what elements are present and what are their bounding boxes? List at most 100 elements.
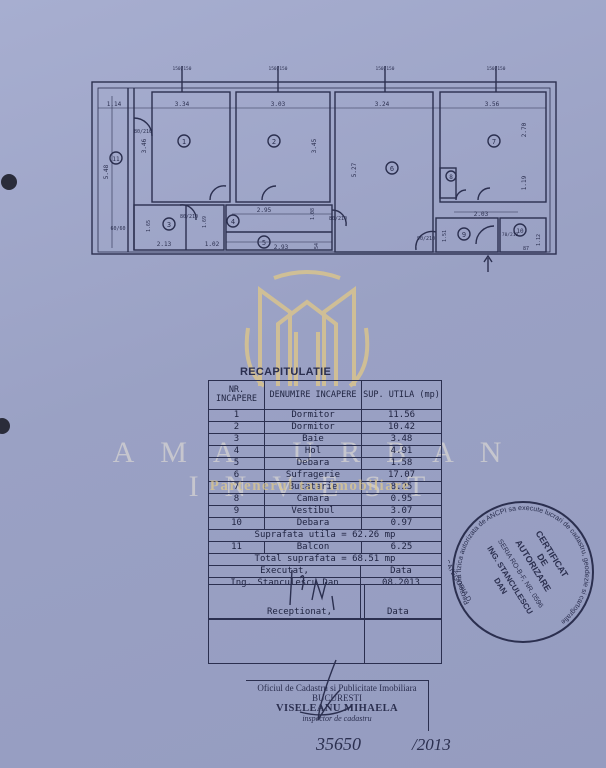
dimension: 3.46 bbox=[141, 138, 148, 153]
room-label: 3 bbox=[167, 221, 171, 229]
cell-area: 3.07 bbox=[390, 506, 413, 516]
executed-by: Ing. Stanculescu Dan bbox=[209, 578, 361, 618]
table-title: RECAPITULATIE bbox=[240, 366, 332, 378]
cell-name: Camara bbox=[265, 494, 362, 505]
dimension: 1.65 bbox=[146, 220, 152, 232]
cell-nr: 10 bbox=[209, 518, 265, 529]
dimension: 3.45 bbox=[311, 138, 318, 153]
window-size: 150/150 bbox=[269, 66, 288, 72]
room-label: 6 bbox=[390, 165, 394, 173]
punch-hole bbox=[0, 418, 10, 434]
cell-area: 6.25 bbox=[390, 542, 413, 552]
cell-name: Dormitor bbox=[265, 422, 362, 433]
dimension: 3.03 bbox=[271, 101, 286, 108]
dimension: 54 bbox=[314, 243, 320, 249]
dimension: 1.12 bbox=[536, 234, 542, 246]
table-header: NR. INCAPERE DENUMIRE INCAPERE SUP. UTIL… bbox=[209, 381, 441, 410]
dimension: 2.93 bbox=[274, 244, 289, 251]
dimension: 1.02 bbox=[205, 241, 220, 248]
room-label: 1 bbox=[182, 138, 186, 146]
dimension: 3.24 bbox=[375, 101, 390, 108]
header-nr: NR. INCAPERE bbox=[209, 381, 265, 409]
room-label: 7 bbox=[492, 138, 496, 146]
window-size: 150/150 bbox=[487, 66, 506, 72]
door-size: 90/210 bbox=[417, 236, 435, 242]
stamp-office: Oficiul de Cadastru si Publicitate Imobi… bbox=[257, 683, 417, 693]
recapitulation-table: NR. INCAPERE DENUMIRE INCAPERE SUP. UTIL… bbox=[208, 380, 442, 619]
cell-nr: 11 bbox=[209, 542, 265, 553]
dimension: 2.13 bbox=[157, 241, 172, 248]
window-size: 150/150 bbox=[173, 66, 192, 72]
authorization-stamp: Persoana fizica autorizata de ANCPI sa e… bbox=[448, 497, 598, 647]
registration-year: /2013 bbox=[412, 735, 451, 754]
registration-number: 35650 bbox=[316, 734, 361, 754]
cell-name: Debara bbox=[265, 518, 362, 529]
cadastral-stamp: Oficiul de Cadastru si Publicitate Imobi… bbox=[246, 680, 429, 731]
cell-name: Debara bbox=[265, 458, 362, 469]
executed-by-row: Ing. Stanculescu Dan 08.2013 bbox=[209, 578, 441, 619]
cell-area: 0.97 bbox=[390, 518, 413, 528]
dimension: 1.19 bbox=[521, 175, 528, 190]
cell-nr: 7 bbox=[209, 482, 265, 493]
floor-plan: 1 2 3 4 5 6 7 8 9 10 11 1.14 3.34 3.03 3… bbox=[91, 66, 557, 272]
cell-nr: 1 bbox=[209, 410, 265, 421]
door-size: 80/210 bbox=[329, 216, 347, 222]
cell-area: 1.58 bbox=[390, 458, 413, 468]
cell-nr: 3 bbox=[209, 434, 265, 445]
dimension: 2.70 bbox=[521, 122, 528, 137]
cell-area: 8.25 bbox=[390, 482, 413, 492]
watermark-brand: AMA URBAN INVEST bbox=[112, 436, 528, 503]
dimension: 3.34 bbox=[175, 101, 190, 108]
door-size: 60/60 bbox=[110, 226, 125, 232]
door-size: 80/210 bbox=[134, 129, 152, 135]
room-label: 4 bbox=[231, 218, 235, 226]
cell-nr: 9 bbox=[209, 506, 265, 517]
dimension: 1.08 bbox=[310, 208, 316, 220]
dimension: 1.51 bbox=[442, 230, 448, 242]
received-label: Receptionat, bbox=[267, 607, 333, 617]
reception-box: Receptionat, Data bbox=[208, 584, 442, 664]
cell-area: 0.95 bbox=[390, 494, 413, 504]
header-name: DENUMIRE INCAPERE bbox=[265, 381, 362, 409]
dimension: 1.69 bbox=[202, 216, 208, 228]
cell-nr: 4 bbox=[209, 446, 265, 457]
cell-area: 11.56 bbox=[387, 410, 416, 420]
useful-area-row: Suprafata utila = 62.26 mp bbox=[209, 530, 441, 542]
header-area: SUP. UTILA (mp) bbox=[363, 389, 440, 400]
cell-area: 17.07 bbox=[387, 470, 416, 480]
cell-nr: 2 bbox=[209, 422, 265, 433]
dimension: 3.56 bbox=[485, 101, 500, 108]
dimension: 5.27 bbox=[351, 162, 358, 177]
cell-name: Vestibul bbox=[265, 506, 362, 517]
dimension: 2.95 bbox=[257, 207, 272, 214]
stamp-city: BUCURESTI bbox=[311, 693, 362, 703]
executed-label: Executat, bbox=[209, 566, 361, 577]
stamp-name: VISELEANU MIHAELA bbox=[275, 703, 399, 714]
punch-hole bbox=[1, 174, 17, 190]
cell-area: 10.42 bbox=[387, 422, 416, 432]
cell-name: Bucatarie bbox=[265, 482, 362, 493]
cell-area: 3.48 bbox=[390, 434, 413, 444]
cell-name: Hol bbox=[265, 446, 362, 457]
cell-nr: 8 bbox=[209, 494, 265, 505]
room-label: 2 bbox=[272, 138, 276, 146]
door-size: 70/210 bbox=[502, 232, 519, 238]
room-label: 10 bbox=[516, 228, 524, 235]
executed-row: Executat,Data bbox=[209, 566, 441, 578]
cell-name: Sufragerie bbox=[265, 470, 362, 481]
dimension: 87 bbox=[523, 246, 529, 252]
dimension: 5.48 bbox=[103, 164, 110, 179]
room-label: 8 bbox=[449, 174, 453, 181]
stamp-role: inspector de cadastru bbox=[302, 714, 372, 723]
